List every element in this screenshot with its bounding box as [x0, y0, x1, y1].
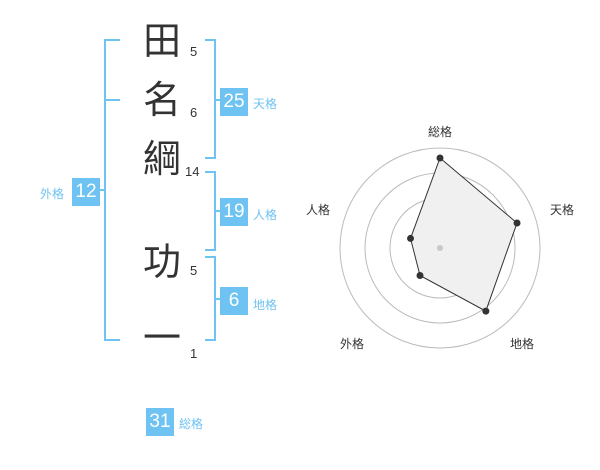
chikaku-label: 地格	[253, 298, 278, 312]
soukaku-badge: 31	[146, 408, 174, 436]
radar-axis-label-gaikaku: 外格	[340, 337, 365, 351]
jinkaku-label: 人格	[253, 208, 278, 222]
name-char-1: 田	[142, 19, 181, 63]
stroke-count-3: 14	[185, 164, 200, 179]
chikaku-badge: 6	[220, 287, 248, 315]
radar-ring	[339, 147, 541, 349]
stroke-count-4: 5	[190, 263, 198, 278]
name-char-5: 一	[142, 316, 181, 360]
radar-point	[416, 272, 424, 280]
soukaku-label: 総格	[179, 417, 204, 431]
name-char-4: 功	[142, 240, 181, 284]
radar-axis-label-chikaku: 地格	[510, 337, 535, 351]
name-char-2: 名	[142, 78, 181, 122]
stroke-count-1: 5	[190, 44, 198, 59]
gaikaku-badge: 12	[72, 178, 100, 206]
tenkaku-label: 天格	[253, 97, 278, 111]
radar-point	[482, 307, 490, 315]
radar-axis-label-tenkaku: 天格	[550, 203, 575, 217]
radar-point	[407, 234, 415, 242]
radar-axis-label-jinkaku: 人格	[306, 203, 331, 217]
jinkaku-badge: 19	[220, 198, 248, 226]
gaikaku-label: 外格	[40, 187, 65, 201]
stroke-count-2: 6	[190, 105, 198, 120]
radar-point	[513, 219, 521, 227]
name-char-3: 綱	[142, 137, 181, 181]
radar-center-dot	[437, 245, 443, 251]
radar-point	[436, 154, 444, 162]
radar-axis-label-soukaku: 総格	[428, 125, 453, 139]
stroke-count-5: 1	[190, 346, 198, 361]
radar-polygon	[409, 157, 518, 312]
tenkaku-badge: 25	[220, 88, 248, 116]
